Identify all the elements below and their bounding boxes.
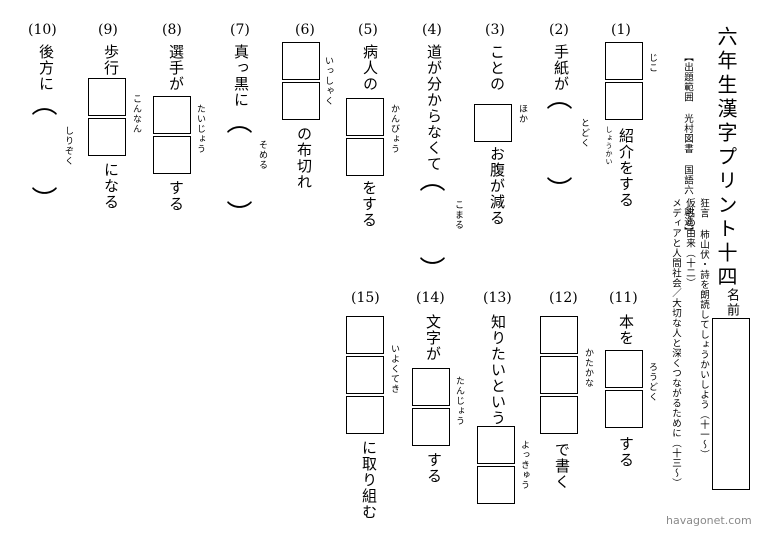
answer-box[interactable] [153,136,191,174]
furigana: そめる [257,140,267,170]
question-number: (7) [230,22,250,38]
question-number: (2) [549,22,569,38]
answer-box[interactable] [88,118,126,156]
furigana: しょうかい [605,126,613,166]
furigana: こまる [453,200,463,230]
question-number: (13) [483,290,512,306]
range-line-3: メディアと人間社会／大切な人と深くつながるために（十三〜） [670,198,681,488]
name-field[interactable] [712,318,750,490]
question-text: で書く [553,442,571,490]
answer-box[interactable] [540,316,578,354]
answer-box[interactable] [346,396,384,434]
question-number: (4) [422,22,442,38]
range-line-1: 狂言 柿山伏・詩を朗読してしょうかいしよう（十一〜） [698,198,709,460]
question-text: 道が分からなくて [425,44,443,172]
furigana: いっしゃく [323,56,333,106]
answer-box[interactable] [282,42,320,80]
paren-open: ︵ [27,90,57,116]
question-number: (1) [611,22,631,38]
question-text: 紹介をする [617,128,635,208]
furigana: たんじょう [454,376,464,426]
answer-box[interactable] [540,396,578,434]
answer-box[interactable] [88,78,126,116]
furigana: いよくてき [389,344,399,394]
question-text: 真っ黒に [232,44,250,108]
question-text: する [617,436,635,468]
question-number: (10) [28,22,57,38]
question-number: (3) [485,22,505,38]
question-number: (11) [609,290,638,306]
paren-open: ︵ [415,166,445,192]
range-line-2: 仮名の由来（十二） [684,198,695,288]
answer-box[interactable] [605,350,643,388]
question-text: ことの [488,44,506,92]
furigana: かたかな [583,348,593,388]
range-label: 【出題範囲 光村図書 国語六 創造】 [682,52,693,237]
name-label: 名前 [724,288,739,318]
paren-close: ︶ [222,200,252,226]
answer-box[interactable] [474,104,512,142]
site-watermark: havagonet.com [666,514,752,527]
furigana: たいじょう [195,104,205,154]
answer-box[interactable] [346,138,384,176]
question-text: 歩行 [102,44,120,76]
furigana: じこ [647,53,657,73]
answer-box[interactable] [605,42,643,80]
paren-open: ︵ [542,84,572,110]
question-text: 文字が [424,314,442,362]
answer-box[interactable] [477,466,515,504]
question-text: する [167,180,185,212]
answer-box[interactable] [412,368,450,406]
worksheet-title: 六年生漢字プリント十四 [714,26,738,290]
question-number: (15) [351,290,380,306]
answer-box[interactable] [153,96,191,134]
furigana: かんびょう [389,104,399,154]
furigana: とどく [579,118,589,148]
question-text: 手紙が [552,44,570,92]
answer-box[interactable] [412,408,450,446]
answer-box[interactable] [346,98,384,136]
furigana: しりぞく [63,126,73,166]
question-number: (8) [162,22,182,38]
question-number: (5) [358,22,378,38]
question-number: (14) [416,290,445,306]
question-text: 選手が [167,44,185,92]
question-text: の布切れ [295,126,313,190]
furigana: こんなん [131,94,141,134]
paren-close: ︶ [27,186,57,212]
question-text: 知りたいという [489,314,507,426]
question-text: 病人の [361,44,379,92]
answer-box[interactable] [282,82,320,120]
question-number: (9) [98,22,118,38]
paren-close: ︶ [542,176,572,202]
question-text: する [425,452,443,484]
question-text: をする [360,180,378,228]
furigana: ろうどく [647,362,657,402]
question-number: (6) [295,22,315,38]
question-text: 後方に [37,44,55,92]
furigana: よっきゅう [519,440,529,490]
paren-close: ︶ [415,256,445,282]
answer-box[interactable] [605,82,643,120]
question-text: 本を [617,314,635,346]
furigana: ほか [517,104,527,124]
question-text: になる [102,162,120,210]
question-text: お腹が減る [488,146,506,226]
answer-box[interactable] [346,316,384,354]
question-text: に取り組む [360,440,378,520]
answer-box[interactable] [540,356,578,394]
paren-open: ︵ [222,108,252,134]
answer-box[interactable] [346,356,384,394]
answer-box[interactable] [477,426,515,464]
answer-box[interactable] [605,390,643,428]
question-number: (12) [549,290,578,306]
